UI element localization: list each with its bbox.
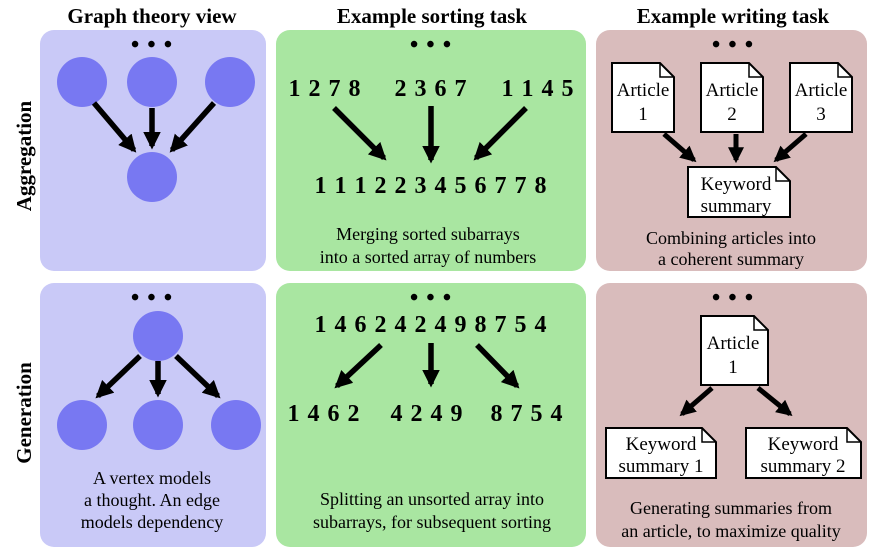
document-label: Article [795, 80, 848, 101]
graph-edge-arrow [174, 354, 221, 399]
split-arrow [475, 343, 520, 389]
document-label: summary 2 [761, 456, 846, 477]
split-arrow [334, 342, 383, 389]
graph-edge-arrow [169, 101, 217, 153]
generate-arrow [756, 386, 793, 417]
caption-line: Merging sorted subarrays [336, 224, 520, 244]
caption-line: models dependency [81, 512, 223, 532]
header-example-writing-task: Example writing task [637, 4, 830, 28]
keyword-summary-document: Keyword summary [687, 166, 791, 218]
generation-graph-panel: • • • A vertex models a thought. An edge… [40, 283, 266, 547]
graph-node [127, 57, 177, 107]
unsorted-array: 1 4 6 2 4 2 4 9 8 7 5 4 [315, 312, 548, 338]
document-label: Article [706, 80, 759, 101]
merge-arrow [473, 106, 528, 161]
combine-arrow [662, 132, 697, 163]
graph-node [127, 152, 177, 202]
caption-line: Generating summaries from [630, 498, 832, 518]
graph-node [133, 311, 183, 361]
keyword-summary-document: Keyword summary 1 [605, 427, 717, 479]
sorted-subarray: 1 1 4 5 [502, 76, 575, 102]
aggregation-graph-panel: • • • [40, 30, 266, 271]
article-document: Article 1 [611, 62, 675, 133]
ellipsis: • • • [131, 32, 173, 58]
document-label: 3 [816, 104, 826, 125]
article-document: Article 2 [700, 62, 764, 133]
sorted-subarray: 1 2 7 8 [289, 76, 362, 102]
graph-node [57, 57, 107, 107]
ellipsis: • • • [712, 32, 754, 58]
generation-sorting-panel: • • • 1 4 6 2 4 2 4 9 8 7 5 4 1 4 6 2 4 … [276, 283, 586, 547]
article-document: Article 3 [789, 62, 853, 133]
generation-writing-panel: • • • Article 1 Keyword summary 1 Keywor… [596, 283, 867, 547]
unsorted-subarray: 8 7 5 4 [491, 401, 564, 427]
document-label: Keyword [626, 434, 697, 455]
unsorted-subarray: 1 4 6 2 [288, 401, 361, 427]
combine-arrow [773, 132, 808, 163]
aggregation-writing-panel: • • • Article 1 Article 2 Article 3 Keyw… [596, 30, 867, 271]
document-label: 2 [727, 104, 737, 125]
document-label: summary [701, 196, 772, 217]
caption-line: an article, to maximize quality [621, 521, 840, 541]
ellipsis: • • • [410, 285, 452, 311]
row-label-generation: Generation [12, 362, 36, 464]
header-example-sorting-task: Example sorting task [337, 4, 528, 28]
document-label: summary 1 [619, 456, 704, 477]
graph-edge-arrow [91, 101, 137, 153]
document-label: Keyword [701, 174, 772, 195]
header-graph-theory-view: Graph theory view [67, 4, 237, 28]
ellipsis: • • • [410, 32, 452, 58]
merge-arrow [332, 106, 387, 161]
caption-line: Combining articles into [646, 228, 816, 248]
unsorted-subarray: 4 2 4 9 [391, 401, 464, 427]
sorted-subarray: 2 3 6 7 [395, 76, 468, 102]
caption-line: a coherent summary [658, 249, 804, 269]
row-label-aggregation: Aggregation [12, 100, 36, 211]
document-label: 1 [638, 104, 648, 125]
ellipsis: • • • [131, 285, 173, 311]
caption-line: Splitting an unsorted array into [320, 489, 544, 509]
graph-edge-arrow [95, 354, 142, 399]
caption-line: subarrays, for subsequent sorting [313, 512, 551, 532]
graph-node [57, 400, 107, 450]
generate-arrow [679, 386, 714, 417]
document-label: 1 [728, 357, 738, 378]
ellipsis: • • • [712, 285, 754, 311]
caption-line: a thought. An edge [84, 490, 220, 510]
merged-sorted-array: 1 1 1 2 2 3 4 5 6 7 7 8 [315, 173, 548, 199]
document-label: Article [707, 333, 760, 354]
graph-node [133, 400, 183, 450]
graph-node [211, 400, 261, 450]
graph-node [205, 57, 255, 107]
aggregation-sorting-panel: • • • 1 2 7 8 2 3 6 7 1 1 4 5 1 1 1 2 2 … [276, 30, 586, 271]
caption-line: A vertex models [93, 468, 211, 488]
document-label: Article [617, 80, 670, 101]
caption-line: into a sorted array of numbers [320, 247, 536, 267]
document-label: Keyword [768, 434, 839, 455]
article-document: Article 1 [700, 315, 769, 386]
keyword-summary-document: Keyword summary 2 [745, 427, 862, 479]
